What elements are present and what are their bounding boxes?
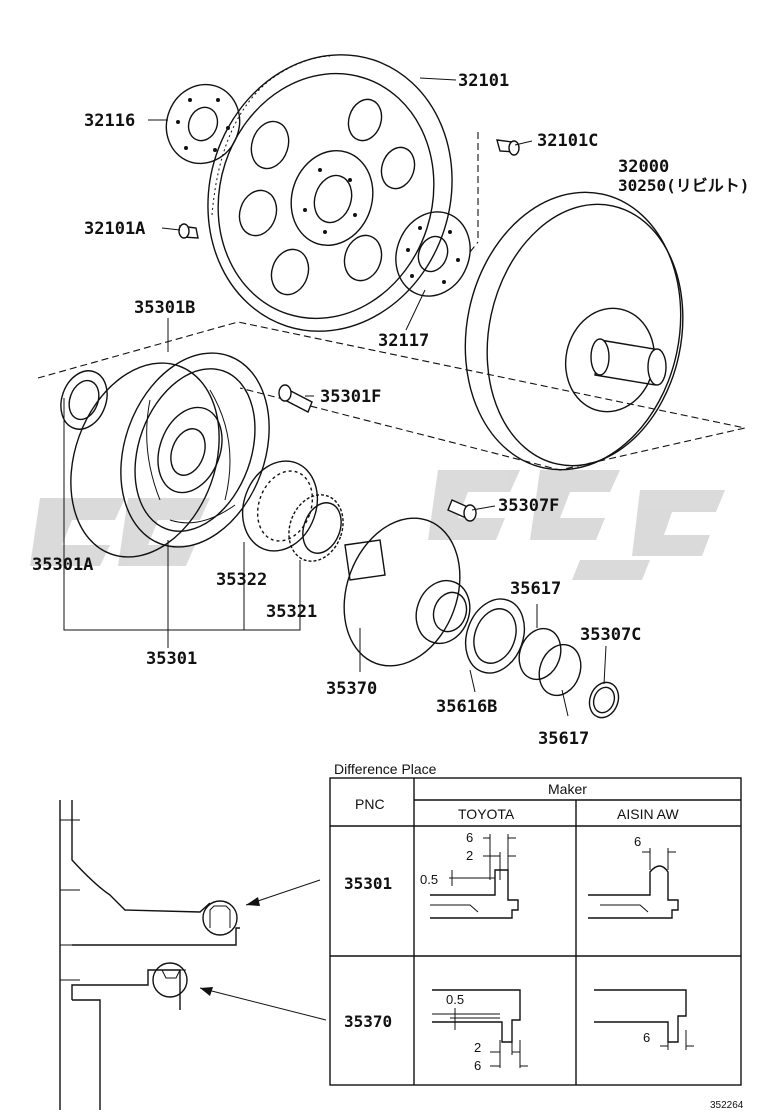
- header-maker: Maker: [548, 781, 587, 797]
- label-35322: 35322: [216, 570, 267, 590]
- label-30250: 30250(リビルト): [618, 176, 749, 195]
- toyota-35301-profile: 6 2 0.5: [420, 830, 519, 919]
- label-35370: 35370: [326, 679, 377, 699]
- bolt-32101A: [178, 223, 199, 239]
- label-35301: 35301: [146, 649, 197, 669]
- label-35617-bottom: 35617: [538, 729, 589, 749]
- oil-pump-body-35301: [70, 352, 270, 558]
- dim-aisin-35370-6: 6: [643, 1030, 650, 1045]
- drive-gear-35321: [288, 494, 344, 562]
- drive-plate-32101: [207, 54, 453, 332]
- label-35307F: 35307F: [498, 496, 559, 516]
- spacer-plate-32117: [395, 211, 471, 297]
- thrust-washer-35616B: [464, 598, 526, 674]
- bolt-32101C: [496, 139, 520, 156]
- header-aisin: AISIN AW: [617, 806, 680, 822]
- part-labels: 32101 32116 32101C 32000 30250(リビルト) 321…: [32, 71, 749, 749]
- label-35617-top: 35617: [510, 579, 561, 599]
- dim-toyota-35301-2: 2: [466, 848, 473, 863]
- label-32116: 32116: [84, 111, 135, 131]
- label-32101A: 32101A: [84, 219, 145, 239]
- label-35301F: 35301F: [320, 387, 381, 407]
- label-35301A: 35301A: [32, 555, 93, 575]
- bolt-dashed-guide: [469, 132, 479, 253]
- leader-lines: [63, 77, 607, 717]
- seal-ring-35617-a: [518, 627, 562, 681]
- assembly-dashed-outline: [37, 321, 746, 471]
- dim-toyota-35370-05: 0.5: [446, 992, 464, 1007]
- label-35616B: 35616B: [436, 697, 497, 717]
- aisin-35301-profile: 6: [588, 834, 679, 919]
- o-ring-35307C: [588, 681, 620, 719]
- spacer-plate-32116: [165, 83, 241, 165]
- label-35321: 35321: [266, 602, 317, 622]
- section-detail: [59, 800, 327, 1110]
- difference-table: Difference Place PNC Maker TOYOTA AISIN …: [329, 761, 742, 1086]
- dim-toyota-35301-6: 6: [466, 830, 473, 845]
- dim-toyota-35301-05: 0.5: [420, 872, 438, 887]
- row-pnc-35301: 35301: [344, 874, 392, 893]
- seal-ring-35617-b: [538, 643, 582, 697]
- driven-gear-35322: [241, 460, 319, 552]
- dim-toyota-35370-6: 6: [474, 1058, 481, 1073]
- toyota-35370-profile: 0.5 2 6: [432, 989, 528, 1073]
- dim-toyota-35370-2: 2: [474, 1040, 481, 1055]
- watermark: [30, 470, 725, 580]
- bolt-35301F: [278, 384, 313, 413]
- header-toyota: TOYOTA: [458, 806, 515, 822]
- label-32101C: 32101C: [537, 131, 598, 151]
- stator-shaft-35370: [343, 517, 471, 667]
- label-35307C: 35307C: [580, 625, 641, 645]
- label-35301B: 35301B: [134, 298, 195, 318]
- oil-seal-35301A: [60, 370, 108, 430]
- reference-number: 352264: [710, 1100, 744, 1111]
- label-32000: 32000: [618, 157, 669, 177]
- label-32101: 32101: [458, 71, 509, 91]
- torque-converter-32000: [464, 191, 684, 471]
- label-32117: 32117: [378, 331, 429, 351]
- row-pnc-35370: 35370: [344, 1012, 392, 1031]
- bolt-35307F: [447, 499, 477, 522]
- aisin-35370-profile: 6: [594, 989, 694, 1050]
- dim-aisin-35301-6: 6: [634, 834, 641, 849]
- header-pnc: PNC: [355, 796, 385, 812]
- table-title: Difference Place: [334, 761, 437, 777]
